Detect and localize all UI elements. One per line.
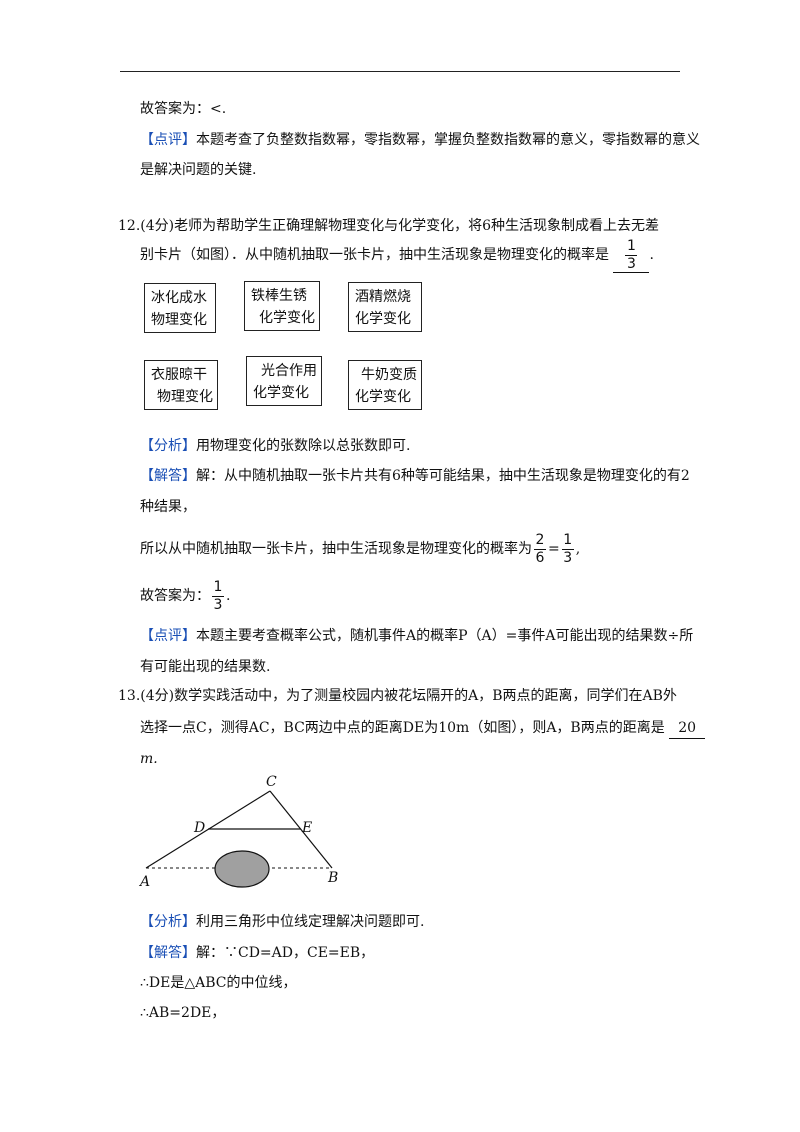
numerator: 1	[213, 578, 223, 595]
question-stem: 数学实践活动中，为了测量校园内被花坛隔开的A，B两点的距离，同学们在AB外	[174, 688, 677, 704]
question-stem: 选择一点C，测得AC，BC两边中点的距离DE为10m（如图），则A，B两点的距离…	[140, 720, 665, 736]
label-d: D	[193, 820, 205, 836]
label-a: A	[138, 874, 150, 890]
card-line1: 牛奶变质	[361, 367, 417, 383]
card-line2: 物理变化	[157, 389, 213, 405]
card-line1: 衣服晾干	[151, 367, 207, 383]
q13-stem-line2: 选择一点C，测得AC，BC两边中点的距离DE为10m（如图），则A，B两点的距离…	[140, 718, 706, 739]
card-6: 牛奶变质 化学变化	[348, 360, 422, 410]
comment-tag: 【点评】	[140, 132, 196, 148]
analysis-tag: 【分析】	[140, 914, 196, 930]
answer-blank: 20	[669, 718, 706, 739]
solution-text: 解：∵CD=AD，CE=EB，	[196, 945, 375, 961]
analysis-tag: 【分析】	[140, 438, 196, 454]
q13-stem-line1: 13.(4分)数学实践活动中，为了测量校园内被花坛隔开的A，B两点的距离，同学们…	[118, 686, 677, 706]
denominator: 6	[535, 549, 545, 566]
q12-comment-line1: 【点评】本题主要考查概率公式，随机事件A的概率P（A）=事件A可能出现的结果数÷…	[140, 626, 693, 646]
solution-tag: 【解答】	[140, 945, 196, 961]
numerator: 1	[626, 237, 636, 254]
question-score: (4分)	[140, 218, 175, 234]
q13-solution-line1: 【解答】解：∵CD=AD，CE=EB，	[140, 943, 374, 963]
label-e: E	[301, 820, 312, 836]
q11-comment-cont: 是解决问题的关键.	[140, 162, 257, 178]
q12-stem-line2: 别卡片（如图）．从中随机抽取一张卡片，抽中生活现象是物理变化的概率是 1 3 .	[140, 238, 654, 273]
triangle-diagram: C D E A B	[138, 774, 338, 890]
q13-solution-line3: ∴AB=2DE，	[140, 1005, 226, 1021]
card-line2: 化学变化	[253, 385, 309, 401]
card-2: 铁棒生锈 化学变化	[244, 281, 320, 331]
label-b: B	[327, 870, 338, 886]
question-stem: 别卡片（如图）．从中随机抽取一张卡片，抽中生活现象是物理变化的概率是	[140, 247, 609, 263]
label-c: C	[266, 774, 277, 790]
q11-answer-line: 故答案为：<.	[140, 101, 227, 117]
card-1: 冰化成水 物理变化	[144, 283, 216, 333]
question-number: 12.	[118, 218, 141, 234]
card-line2: 化学变化	[259, 310, 315, 326]
answer-blank: 1 3	[613, 237, 650, 273]
q12-analysis: 【分析】用物理变化的张数除以总张数即可.	[140, 436, 410, 456]
card-line1: 铁棒生锈	[251, 288, 307, 304]
header-rule	[120, 71, 680, 72]
answer-fraction: 1 3	[625, 237, 638, 272]
card-line2: 物理变化	[151, 312, 207, 328]
comment-text: 本题考查了负整数指数幂，零指数幂，掌握负整数指数幂的意义，零指数幂的意义	[196, 132, 700, 148]
card-5: 光合作用 化学变化	[246, 356, 322, 406]
card-line2: 化学变化	[355, 311, 411, 327]
q12-comment-line2: 有可能出现的结果数.	[140, 659, 271, 675]
solution-tag: 【解答】	[140, 468, 196, 484]
q13-unit: m.	[140, 751, 158, 767]
answer-prefix: 故答案为：	[140, 588, 210, 604]
question-number: 13.	[118, 688, 141, 704]
q12-solution-line1: 【解答】解：从中随机抽取一张卡片共有6种等可能结果，抽中生活现象是物理变化的有2	[140, 466, 690, 486]
solution-text: 所以从中随机抽取一张卡片，抽中生活现象是物理变化的概率为	[140, 541, 532, 557]
card-line1: 光合作用	[261, 363, 317, 379]
comment-tag: 【点评】	[140, 628, 196, 644]
q12-stem-line1: 12.(4分)老师为帮助学生正确理解物理变化与化学变化，将6种生活现象制成看上去…	[118, 216, 659, 236]
comma: ,	[575, 541, 581, 557]
denominator: 3	[626, 255, 636, 272]
q11-comment: 【点评】本题考查了负整数指数幂，零指数幂，掌握负整数指数幂的意义，零指数幂的意义	[140, 130, 700, 150]
analysis-text: 用物理变化的张数除以总张数即可.	[196, 438, 411, 454]
comment-text: 本题主要考查概率公式，随机事件A的概率P（A）=事件A可能出现的结果数÷所	[196, 628, 694, 644]
denominator: 3	[213, 596, 223, 613]
numerator: 2	[535, 531, 545, 548]
q12-solution-line2: 种结果，	[140, 499, 196, 515]
period: .	[226, 588, 231, 604]
card-4: 衣服晾干 物理变化	[144, 360, 218, 410]
card-line2: 化学变化	[355, 389, 411, 405]
flowerbed-ellipse	[214, 850, 270, 888]
period: .	[649, 247, 654, 263]
card-3: 酒精燃烧 化学变化	[348, 282, 422, 332]
equals-sign: =	[548, 541, 560, 557]
card-line1: 酒精燃烧	[355, 289, 411, 305]
q13-solution-line2: ∴DE是△ABC的中位线，	[140, 975, 297, 991]
question-score: (4分)	[140, 688, 175, 704]
denominator: 3	[563, 549, 573, 566]
numerator: 1	[563, 531, 573, 548]
card-line1: 冰化成水	[151, 290, 207, 306]
analysis-text: 利用三角形中位线定理解决问题即可.	[196, 914, 425, 930]
q13-analysis: 【分析】利用三角形中位线定理解决问题即可.	[140, 912, 424, 932]
question-stem: 老师为帮助学生正确理解物理变化与化学变化，将6种生活现象制成看上去无差	[174, 218, 660, 234]
solution-text: 解：从中随机抽取一张卡片共有6种等可能结果，抽中生活现象是物理变化的有2	[196, 468, 690, 484]
